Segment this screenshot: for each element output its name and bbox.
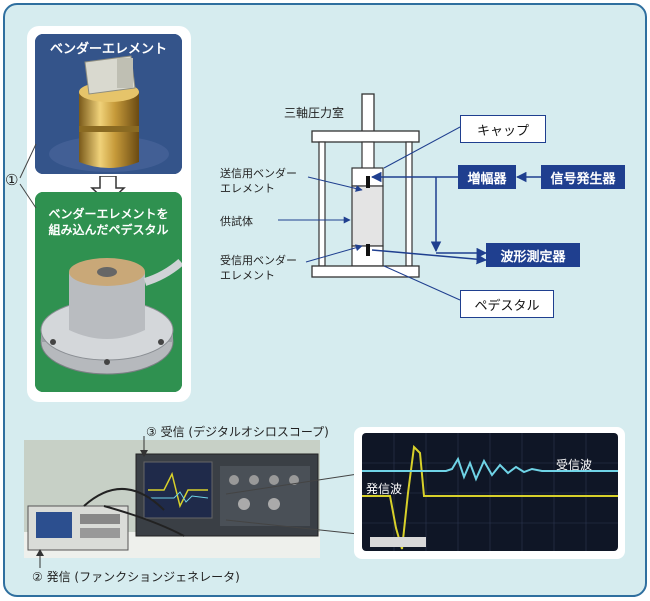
tx-label-line2: エレメント: [220, 182, 275, 195]
cap-box: キャップ: [460, 115, 546, 143]
received-wave-trace: [362, 456, 618, 482]
pedestal-label-line2: 組み込んだペデスタル: [48, 223, 169, 237]
chamber-label: 三軸圧力室: [284, 106, 345, 120]
send-label: ② 発信 (ファンクションジェネレータ): [32, 570, 240, 584]
waveform-screen: [362, 433, 618, 551]
sent-wave-trace: [362, 444, 618, 550]
amplifier-box: 増幅器: [458, 165, 516, 189]
rx-label-line1: 受信用ベンダー: [220, 254, 297, 267]
sent-wave-label: 発信波: [366, 482, 403, 496]
specimen-label: 供試体: [220, 215, 253, 228]
wave-meter-box: 波形測定器: [486, 243, 580, 267]
pedestal-label-line1: ベンダーエレメントを: [48, 207, 169, 221]
signal-generator-box: 信号発生器: [541, 165, 625, 189]
pedestal-photo: [35, 192, 182, 392]
receive-label: ③ 受信 (デジタルオシロスコープ): [146, 425, 329, 439]
bender-element-label: ベンダーエレメント: [49, 42, 167, 57]
tx-label-line1: 送信用ベンダー: [220, 167, 297, 180]
marker-1: ①: [5, 171, 19, 189]
send-pointer: [36, 549, 44, 568]
received-wave-label: 受信波: [556, 458, 593, 472]
pedestal-box: ペデスタル: [460, 290, 554, 318]
marker-bracket: [19, 143, 37, 209]
receive-pointer: [140, 436, 148, 457]
rx-label-line2: エレメント: [220, 269, 275, 282]
bender-element-photo: [35, 34, 182, 174]
equipment-photo: [24, 440, 320, 558]
